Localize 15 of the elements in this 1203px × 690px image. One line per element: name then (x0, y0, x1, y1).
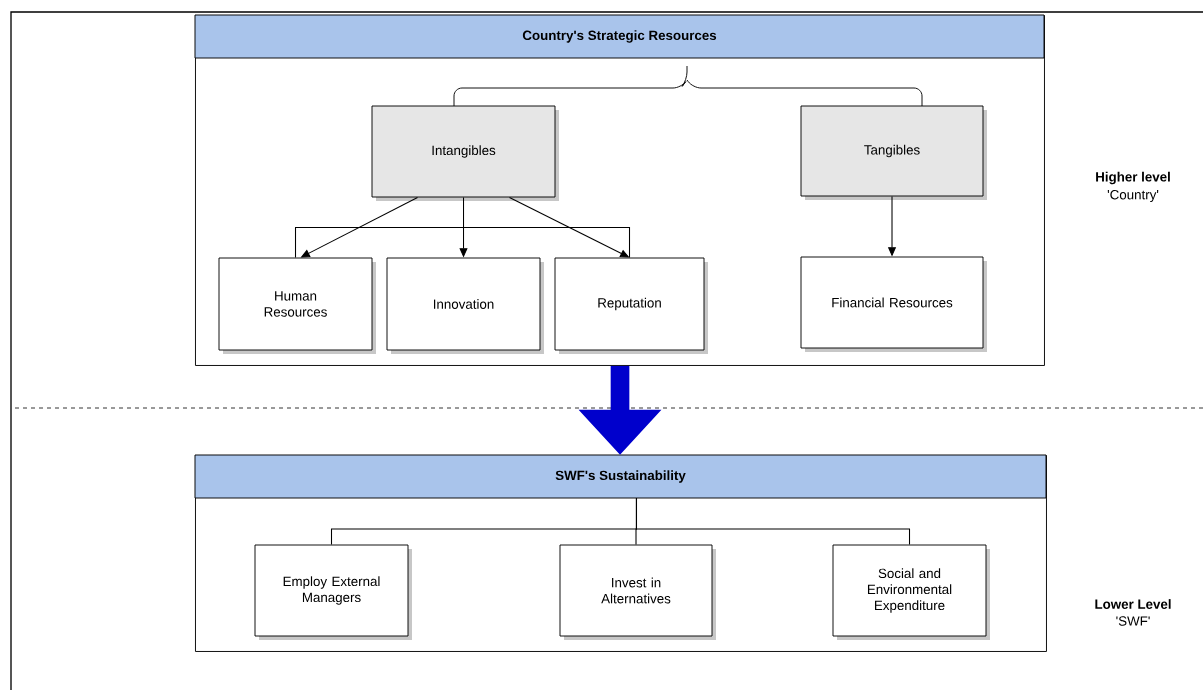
level-label: 'SWF' (1116, 616, 1150, 626)
resource-box: Social and Environmental Expenditure (832, 544, 990, 640)
category-box: Tangibles (800, 105, 987, 200)
resource-box: Invest in Alternatives (559, 544, 716, 640)
category-box: Intangibles (371, 105, 559, 201)
resource-box: Financial Resources (800, 256, 987, 352)
resource-box: Innovation (386, 257, 544, 354)
resource-box: Employ External Managers (254, 544, 412, 640)
level-label: 'Country' (1107, 189, 1159, 203)
level-label: Lower Level (1095, 599, 1171, 609)
resource-box: Reputation (554, 257, 708, 354)
connector-line (294, 227, 631, 259)
resource-box: Human Resources (218, 257, 376, 354)
connector-line (635, 497, 911, 546)
level-label: Higher level (1096, 171, 1170, 185)
